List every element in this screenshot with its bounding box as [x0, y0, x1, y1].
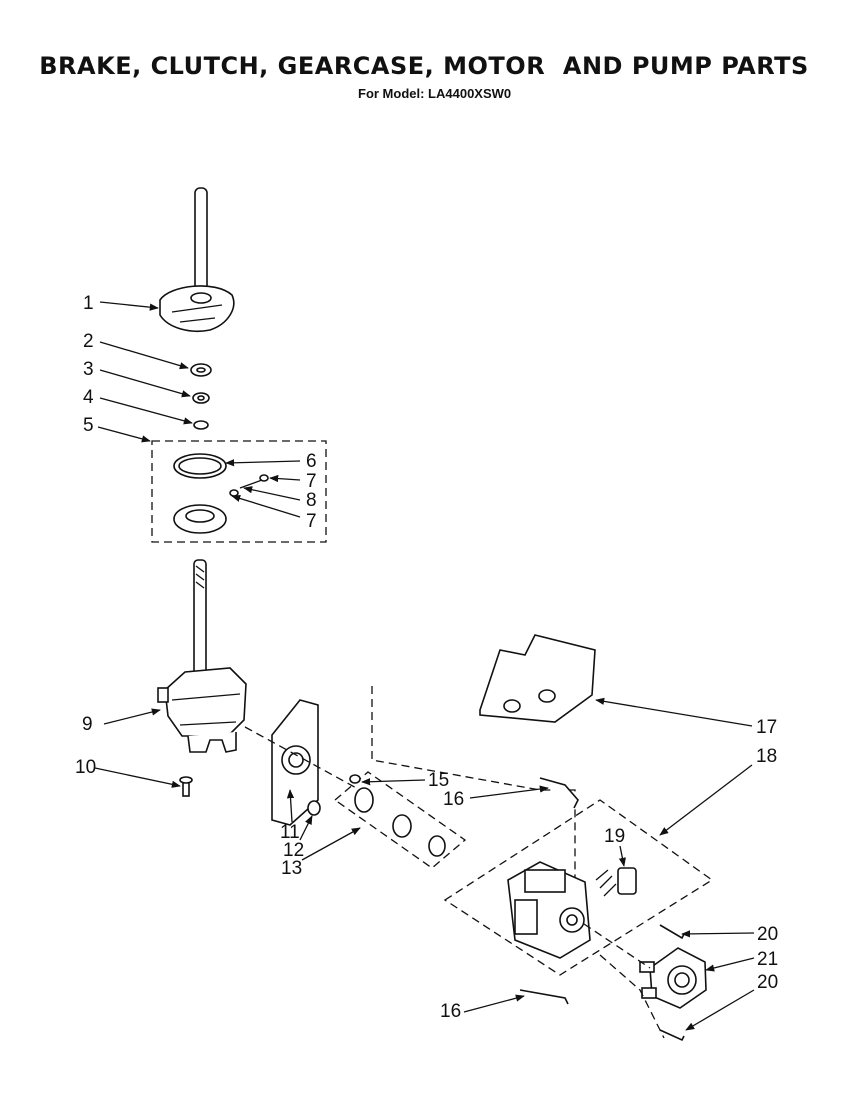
part-1-brake-shaft — [159, 187, 235, 332]
callout-11: 11 — [280, 822, 300, 843]
callout-10: 10 — [75, 757, 96, 778]
part-5-clutch-box — [151, 440, 327, 543]
callout-15: 15 — [428, 770, 449, 791]
part-2-washer — [190, 363, 212, 377]
callout-7b: 7 — [306, 511, 317, 532]
part-10-bolt — [179, 776, 193, 797]
callout-20-lower: 20 — [757, 972, 778, 993]
part-20-pin-lower — [659, 1029, 685, 1042]
part-11-mounting-plate — [271, 699, 319, 826]
part-3-washer — [192, 392, 210, 404]
leader-lines — [94, 301, 755, 1031]
part-20-pin-upper — [659, 924, 685, 940]
callout-13: 13 — [281, 858, 302, 879]
callout-17: 17 — [756, 717, 777, 738]
part-16-pin-upper — [539, 777, 579, 809]
part-6-clutch-band — [173, 453, 227, 479]
part-motor — [507, 861, 591, 959]
part-clutch-drum — [173, 504, 227, 534]
callout-6: 6 — [306, 451, 317, 472]
callout-16-lower: 16 — [440, 1001, 461, 1022]
diagram-title: BRAKE, CLUTCH, GEARCASE, MOTOR AND PUMP … — [39, 52, 809, 80]
callout-19: 19 — [604, 826, 625, 847]
callout-4: 4 — [83, 387, 94, 408]
callout-7a: 7 — [306, 471, 317, 492]
callout-9: 9 — [82, 714, 93, 735]
callout-5: 5 — [83, 415, 94, 436]
part-17-gasket — [479, 634, 596, 723]
part-12-plug — [307, 800, 321, 816]
part-7-8-spring-assembly — [229, 474, 269, 497]
part-16-pin-lower — [519, 989, 569, 1005]
callout-21: 21 — [757, 949, 778, 970]
callout-8: 8 — [306, 490, 317, 511]
model-subtitle: For Model: LA4400XSW0 — [358, 86, 512, 101]
callout-1: 1 — [83, 293, 94, 314]
callout-3: 3 — [83, 359, 94, 380]
callout-18: 18 — [756, 746, 777, 767]
part-15-washer — [349, 774, 361, 784]
part-19-connector — [595, 867, 637, 897]
callout-20-upper: 20 — [757, 924, 778, 945]
callout-12: 12 — [283, 840, 304, 861]
part-21-pump — [639, 947, 707, 1009]
part-pulleys — [354, 787, 446, 857]
part-18-motor-box — [443, 799, 714, 976]
part-9-gearcase — [157, 559, 247, 753]
callout-2: 2 — [83, 331, 94, 352]
part-4-washer — [193, 420, 209, 430]
callout-16-upper: 16 — [443, 789, 464, 810]
